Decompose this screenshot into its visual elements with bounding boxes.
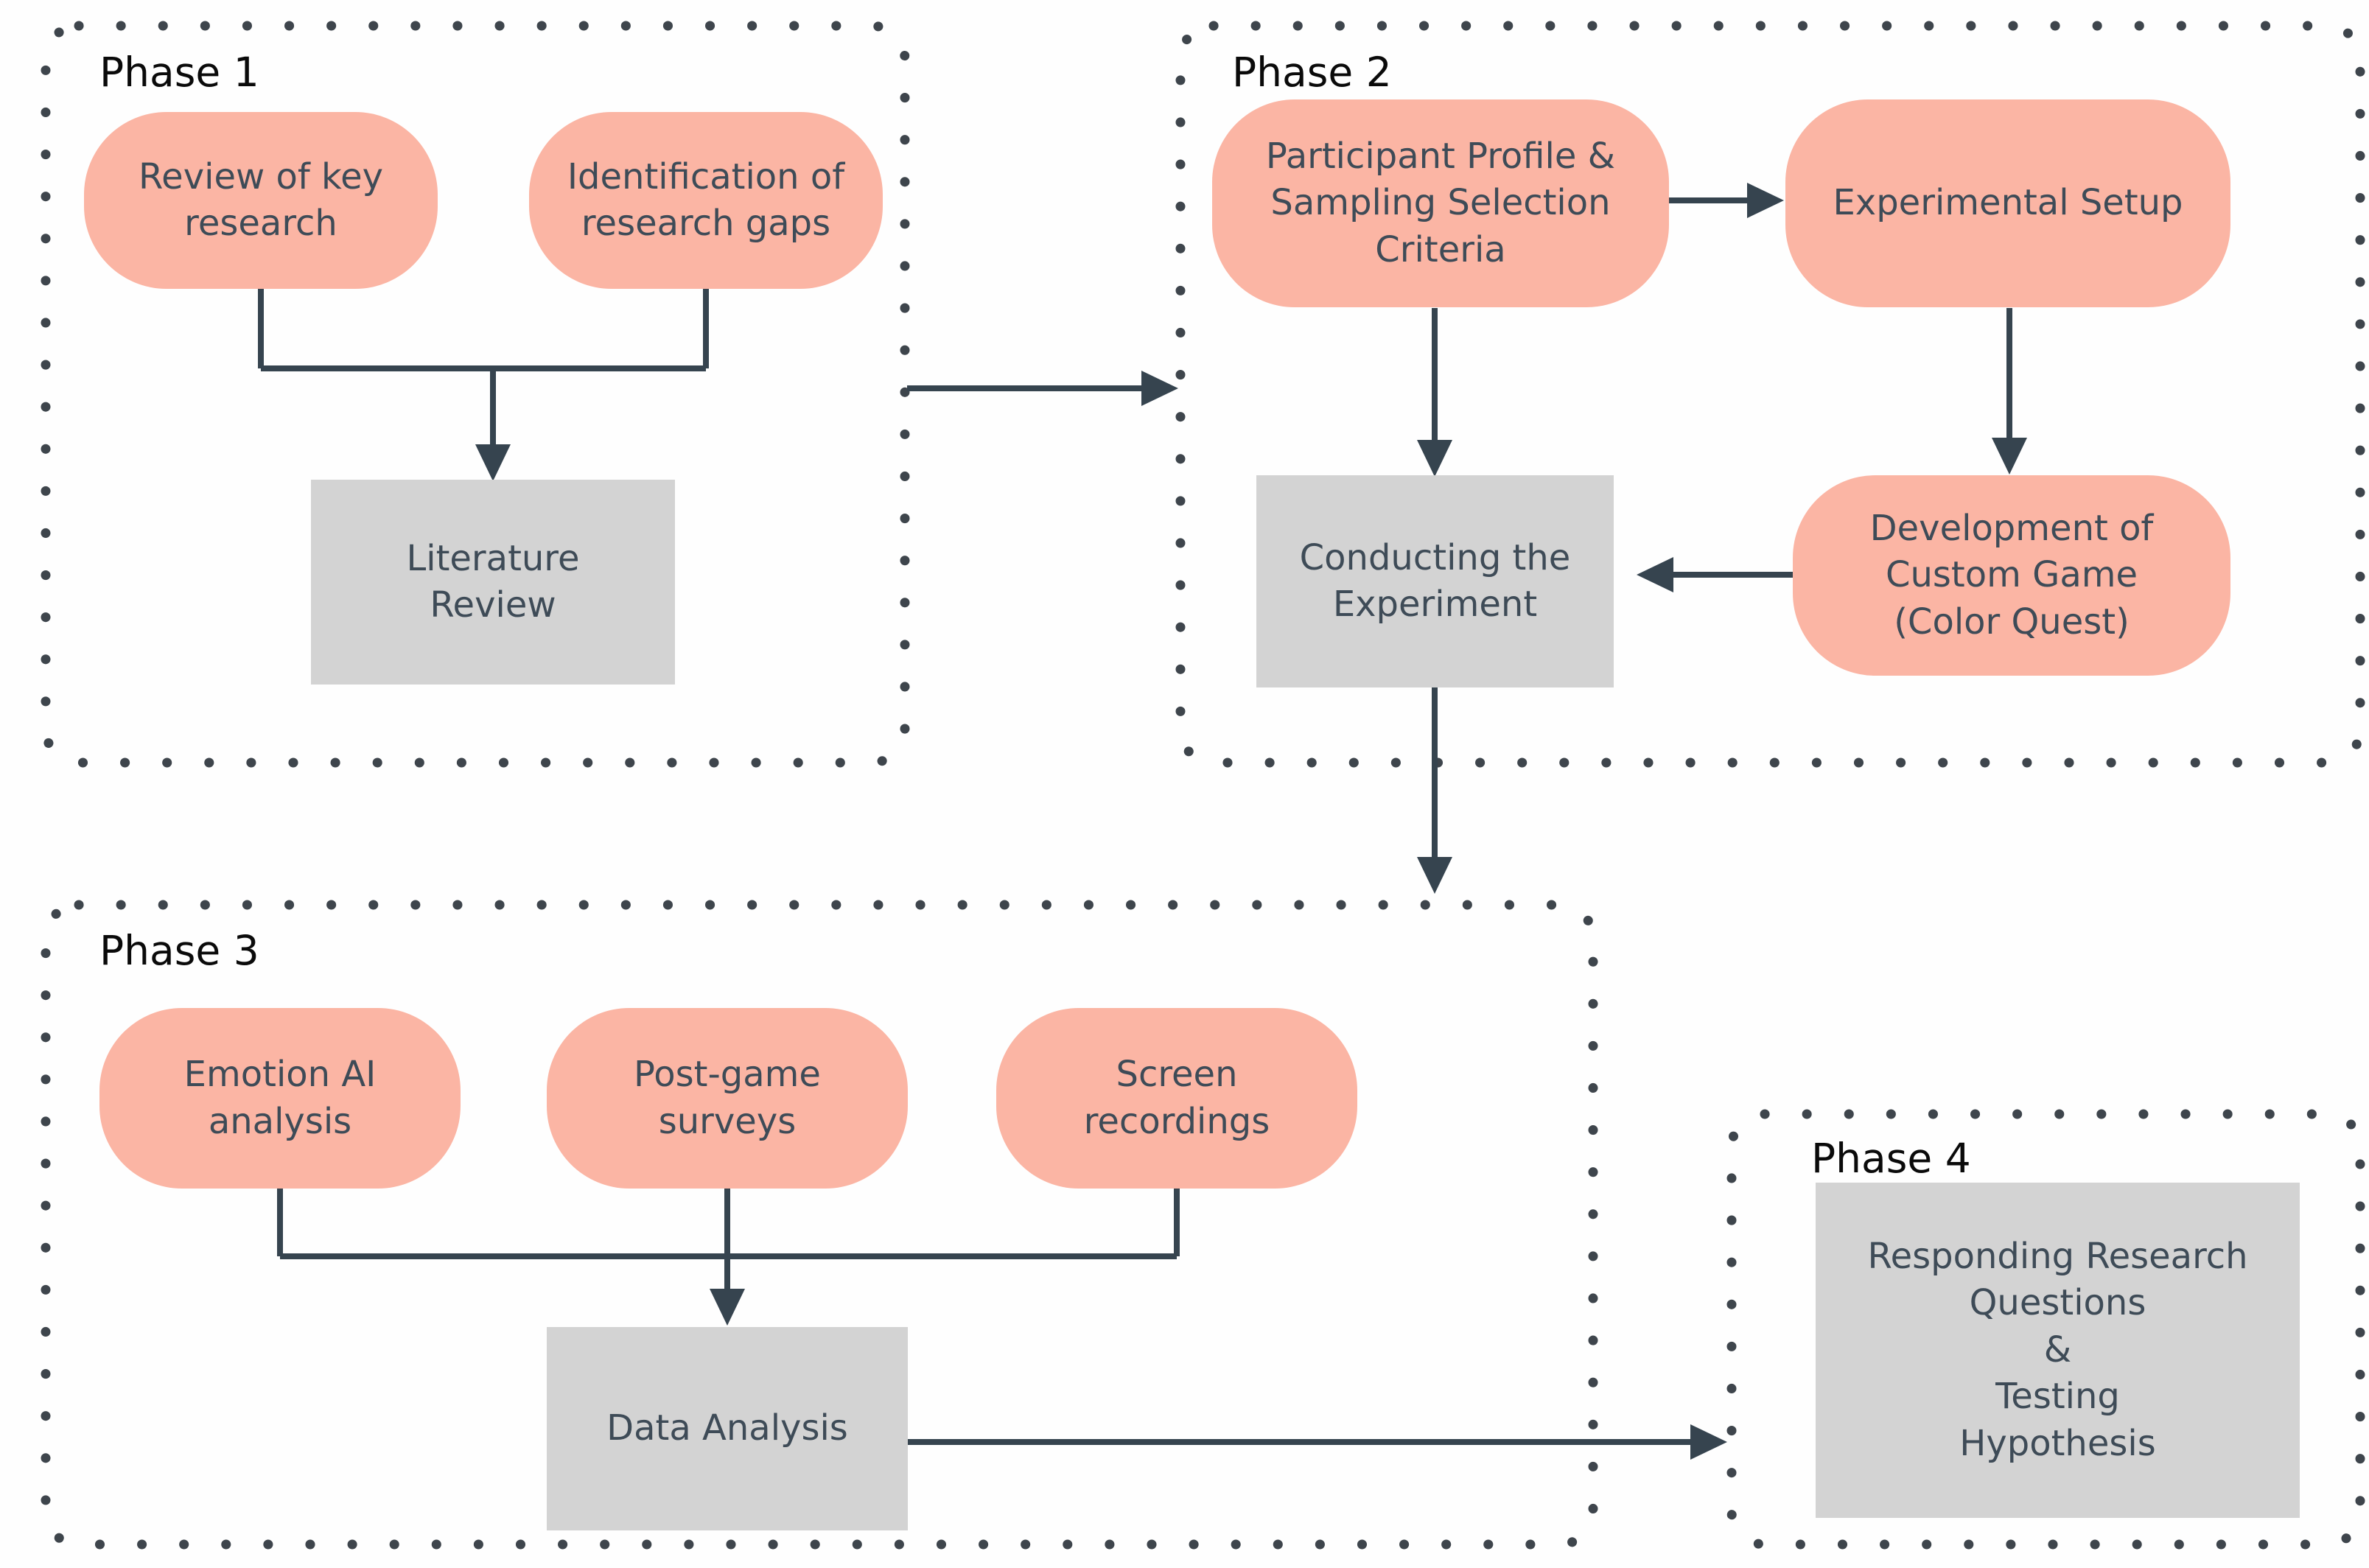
node-experimental-setup: Experimental Setup [1785,99,2230,307]
arrowhead-phase2 [1141,371,1178,406]
node-emotion-ai-analysis: Emotion AI analysis [99,1008,461,1189]
node-conducting-the-experiment: Conducting the Experiment [1256,475,1614,687]
arrowhead-conducting-top [1417,440,1452,477]
phase-2-container [1175,21,2365,768]
arrowhead-phase4 [1690,1424,1727,1460]
arrowhead-phase3 [1417,857,1452,894]
node-participant-profile-sampling: Participant Profile & Sampling Selection… [1212,99,1669,307]
edge-merge-phase1 [258,289,709,371]
arrowhead-development [1992,438,2027,475]
phase-4-label: Phase 4 [1811,1135,1971,1182]
node-review-of-key-research: Review of key research [84,112,438,289]
phase-1-container [41,21,910,768]
phase-4-container [1726,1109,2365,1550]
node-identification-of-research-gaps: Identification of research gaps [529,112,883,289]
node-screen-recordings: Screen recordings [996,1008,1357,1189]
node-data-analysis: Data Analysis [547,1327,908,1530]
arrowhead-conducting-right [1637,557,1673,592]
arrowhead-data-analysis [710,1289,745,1326]
phase-3-container [41,900,1598,1550]
node-literature-review: Literature Review [311,480,675,685]
arrowhead-literature-review [475,444,511,481]
phase-3-label: Phase 3 [99,927,259,974]
arrowhead-experimental [1747,183,1784,218]
node-responding-research-questions: Responding Research Questions & Testing … [1816,1183,2300,1518]
phase-1-label: Phase 1 [99,49,259,96]
node-development-custom-game: Development of Custom Game (Color Quest) [1793,475,2230,676]
node-post-game-surveys: Post-game surveys [547,1008,908,1189]
phase-2-label: Phase 2 [1232,49,1392,96]
